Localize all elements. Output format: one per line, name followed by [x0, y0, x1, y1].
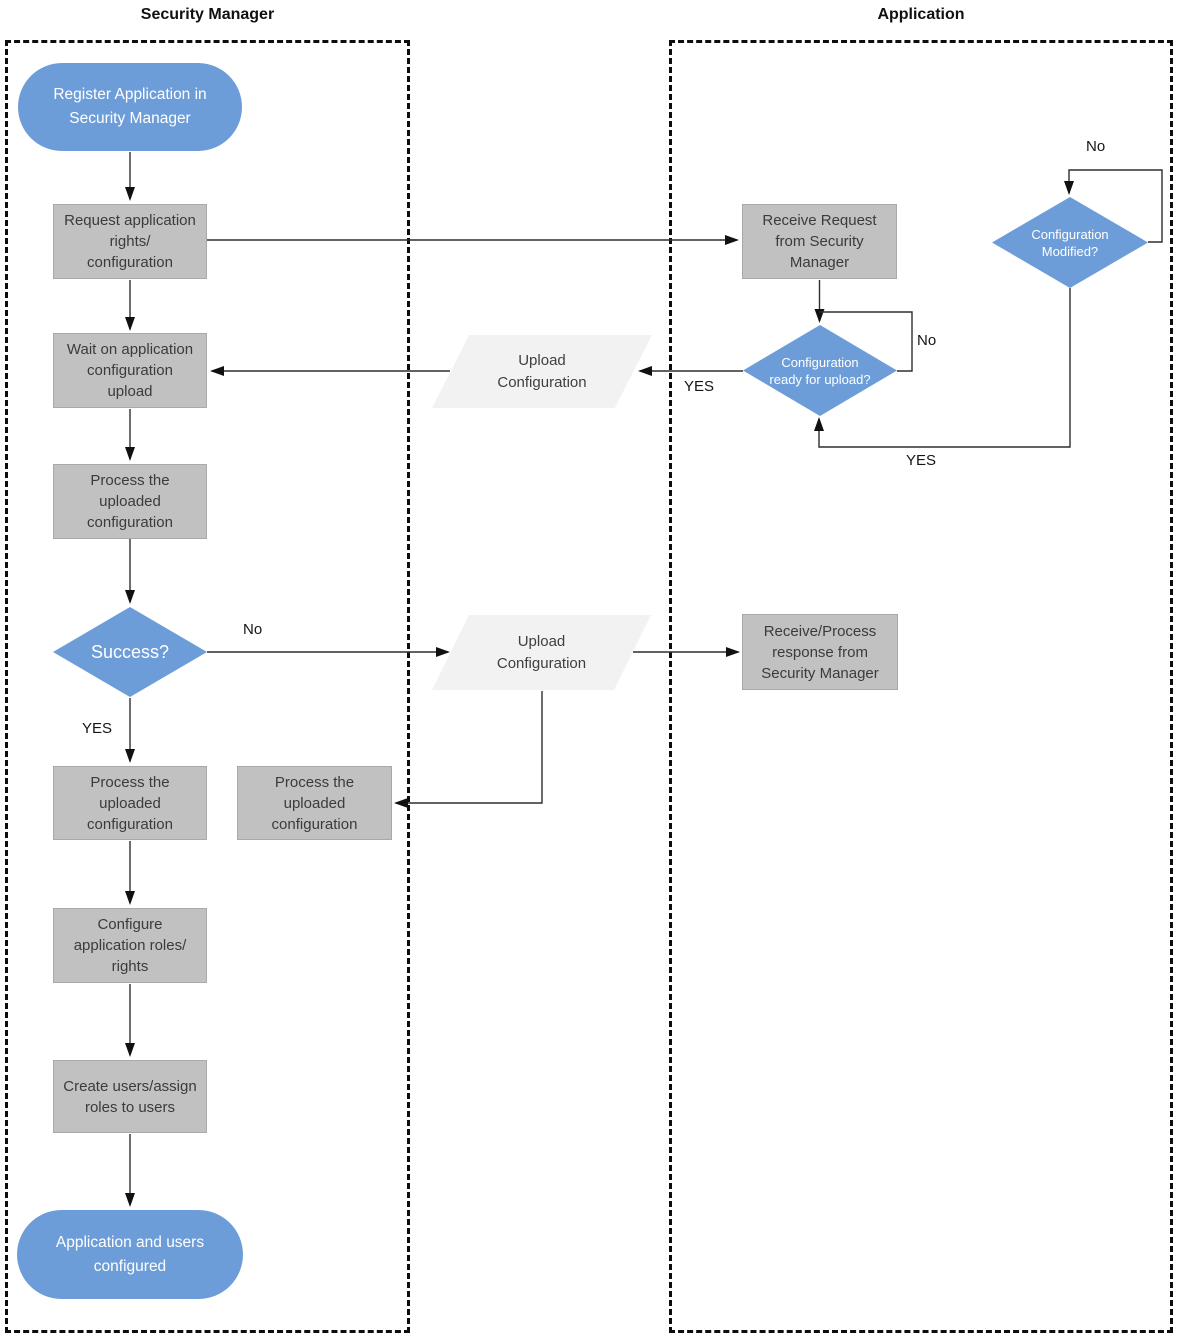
process-request-application-rights: Request application rights/ configuratio… — [53, 204, 207, 279]
lane-security-manager — [5, 40, 410, 1333]
io-upload-configuration-1: Upload Configuration — [432, 335, 652, 408]
process-create-users-assign-roles: Create users/assign roles to users — [53, 1060, 207, 1133]
edge-label-config-modified-yes: YES — [906, 452, 937, 469]
connector-config-modified-yes-to-config-ready — [814, 288, 1071, 448]
process-receive-request-from-security-manager: Receive Request from Security Manager — [742, 204, 897, 279]
process-receive-process-response: Receive/Process response from Security M… — [742, 614, 898, 690]
process-uploaded-configuration-3: Process the uploaded configuration — [237, 766, 392, 840]
connector-config-ready-no-loop — [819, 311, 913, 372]
process-configure-application-roles: Configure application roles/ rights — [53, 908, 207, 983]
lane-application — [669, 40, 1173, 1333]
connector-upload2-to-process3 — [394, 691, 543, 808]
edge-label-success-yes: YES — [82, 720, 113, 737]
edge-label-config-ready-no: No — [917, 332, 937, 349]
io-upload-configuration-2: Upload Configuration — [432, 615, 651, 690]
lane-title-application: Application — [877, 6, 965, 23]
edge-label-success-no: No — [243, 621, 263, 638]
start-register-application: Register Application in Security Manager — [18, 63, 242, 151]
connector-config-modified-no-loop — [1064, 169, 1163, 243]
process-wait-on-configuration-upload: Wait on application configuration upload — [53, 333, 207, 408]
end-application-users-configured: Application and users configured — [17, 1210, 243, 1299]
process-uploaded-configuration-2: Process the uploaded configuration — [53, 766, 207, 840]
lane-title-security-manager: Security Manager — [140, 6, 275, 23]
edge-label-config-modified-no: No — [1086, 138, 1106, 155]
edge-label-config-ready-yes: YES — [684, 378, 715, 395]
process-uploaded-configuration-1: Process the uploaded configuration — [53, 464, 207, 539]
